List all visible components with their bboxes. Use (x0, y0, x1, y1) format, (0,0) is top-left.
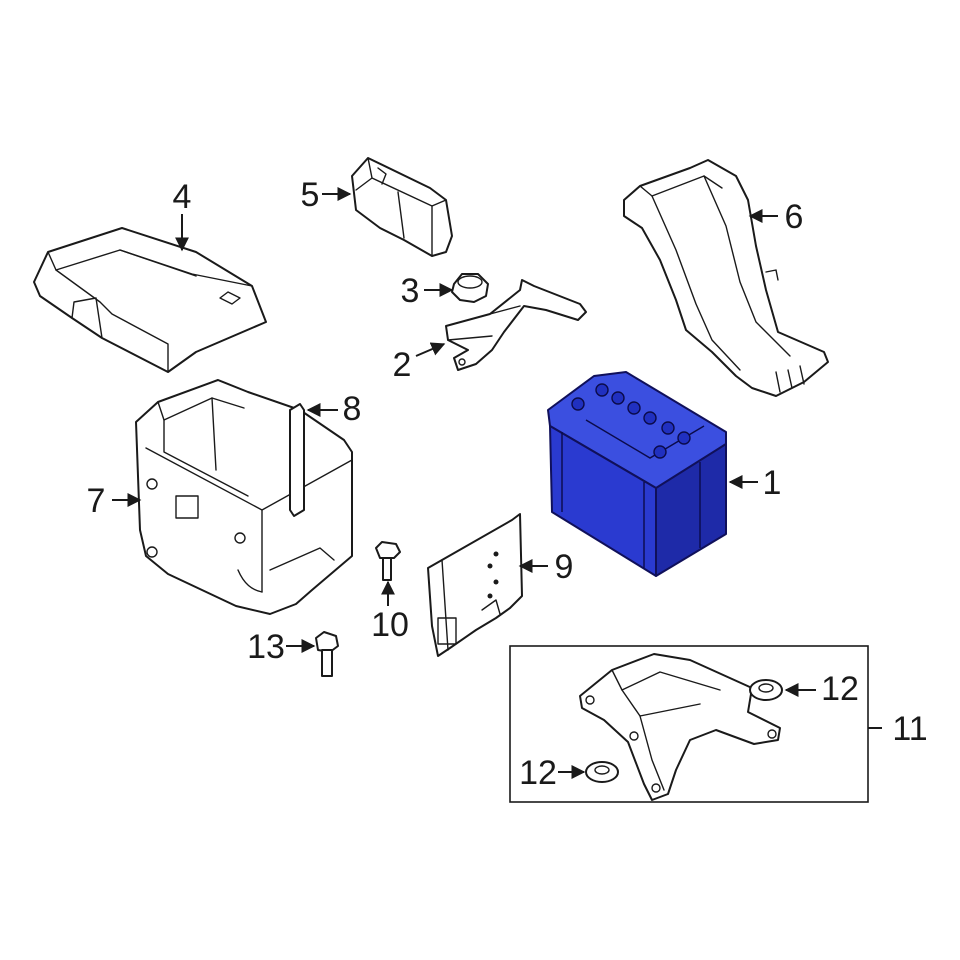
leader-2 (415, 342, 446, 357)
callout-8: 8 (343, 390, 362, 428)
part-1-battery (547, 371, 727, 577)
part-12-grommet-upper (749, 679, 783, 701)
callout-6: 6 (785, 198, 804, 236)
part-12-grommet-lower (585, 761, 619, 783)
callout-4: 4 (173, 178, 192, 216)
part-3-nut (451, 273, 489, 303)
part-9-bracket-plate (427, 513, 523, 657)
group-11-frame (509, 645, 869, 803)
callout-2: 2 (393, 346, 412, 384)
callout-11: 11 (892, 710, 927, 748)
part-10-bolt (375, 541, 401, 581)
part-11-mounting-bracket (579, 653, 781, 801)
callout-5: 5 (301, 176, 320, 214)
callout-12-upper: 12 (821, 670, 859, 708)
part-7-battery-tray (135, 379, 353, 615)
callout-10: 10 (371, 606, 409, 644)
callout-12-lower: 12 (519, 754, 557, 792)
callout-3: 3 (401, 272, 420, 310)
part-4-battery-cover (33, 227, 267, 373)
callout-7: 7 (87, 482, 106, 520)
part-13-bolt (315, 631, 339, 677)
part-2-hold-down-bracket (445, 279, 587, 371)
callout-1: 1 (763, 464, 782, 502)
part-8-hold-down-rod (289, 403, 305, 517)
part-6-air-duct (623, 159, 829, 397)
callout-9: 9 (555, 548, 574, 586)
part-5-fuse-box (351, 157, 453, 257)
callout-13: 13 (247, 628, 285, 666)
